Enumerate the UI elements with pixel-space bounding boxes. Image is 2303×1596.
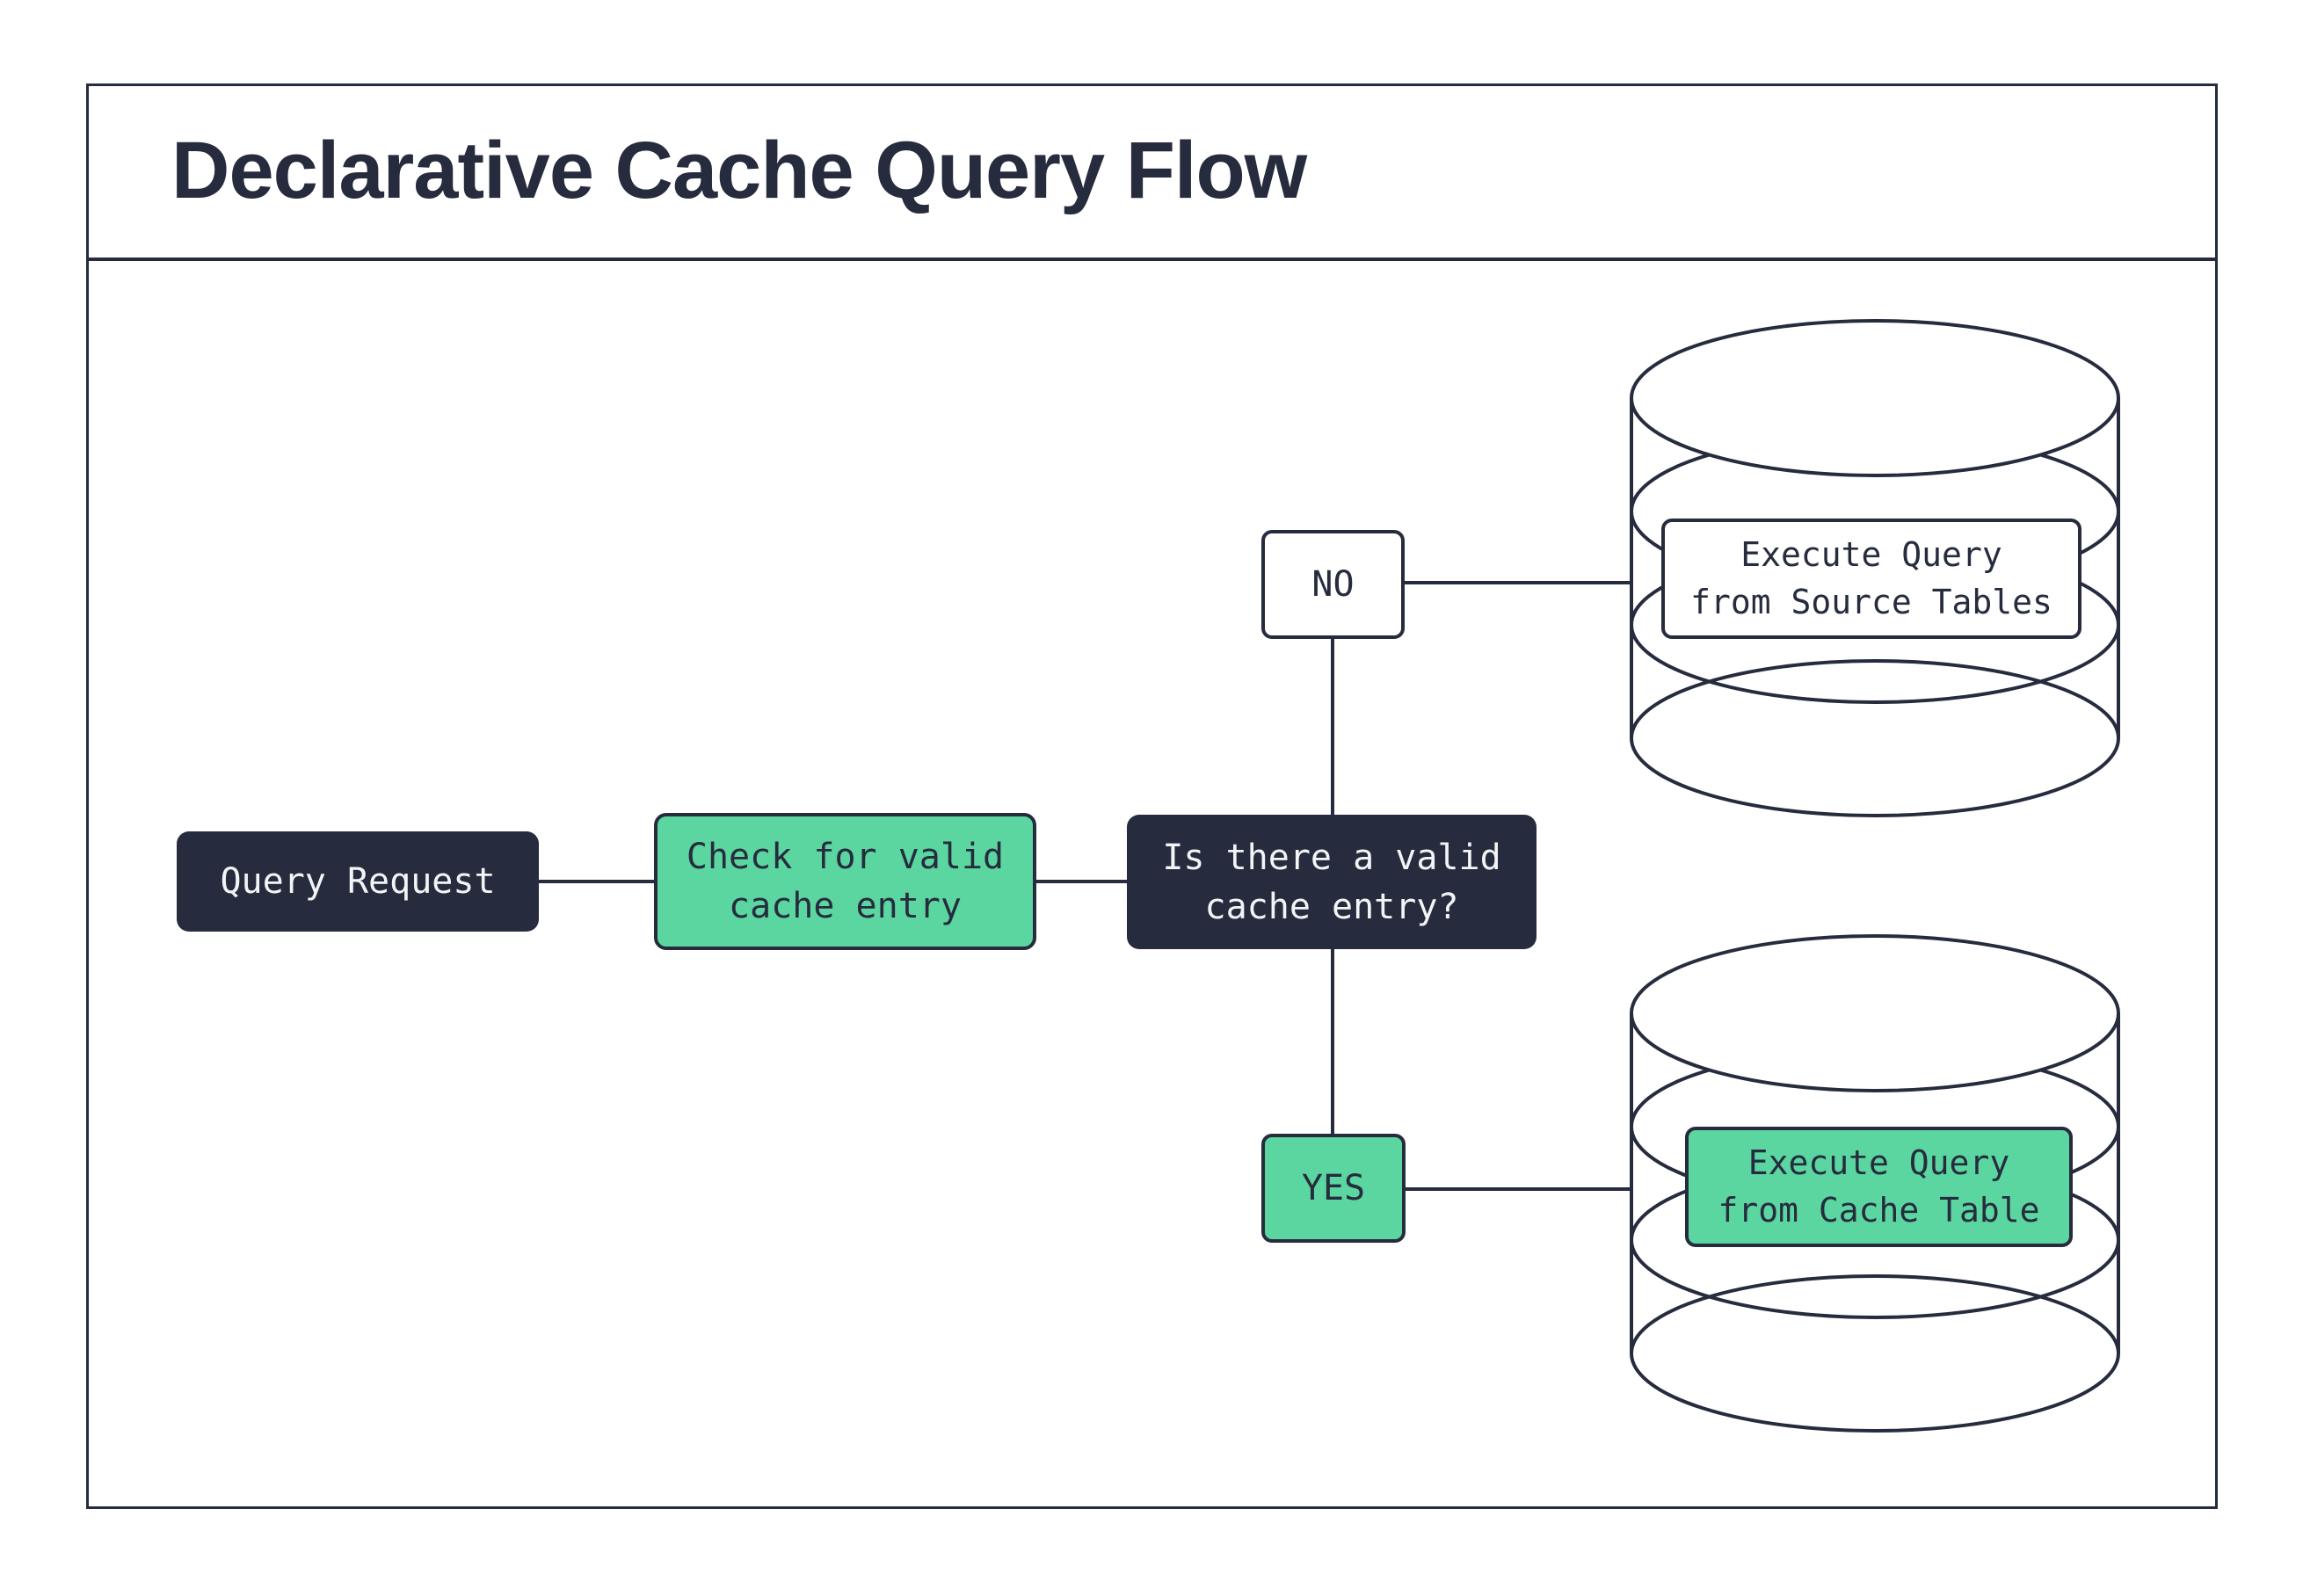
node-execute-cache: Execute Query from Cache Table (1685, 1127, 2073, 1247)
cylinder-disk (1630, 1274, 2120, 1433)
node-execute-source: Execute Query from Source Tables (1661, 519, 2081, 639)
node-check-cache: Check for valid cache entry (654, 813, 1036, 950)
connector-query-to-check (539, 880, 654, 883)
cylinder-disk (1630, 659, 2120, 817)
connector-decision-to-yes (1331, 949, 1334, 1135)
diagram-frame (86, 83, 2218, 1509)
node-no: NO (1261, 530, 1405, 639)
cylinder-disk (1630, 934, 2120, 1092)
connector-no-to-source-db (1405, 581, 1631, 584)
connector-yes-to-cache-db (1406, 1187, 1631, 1191)
node-query-request: Query Request (177, 831, 539, 932)
connector-check-to-decision (1036, 880, 1127, 883)
cylinder-disk (1630, 319, 2120, 477)
connector-decision-to-no (1331, 639, 1334, 817)
diagram-title: Declarative Cache Query Flow (171, 125, 1307, 215)
node-decision: Is there a valid cache entry? (1127, 815, 1537, 949)
title-band: Declarative Cache Query Flow (86, 83, 2218, 261)
node-yes: YES (1261, 1134, 1406, 1243)
